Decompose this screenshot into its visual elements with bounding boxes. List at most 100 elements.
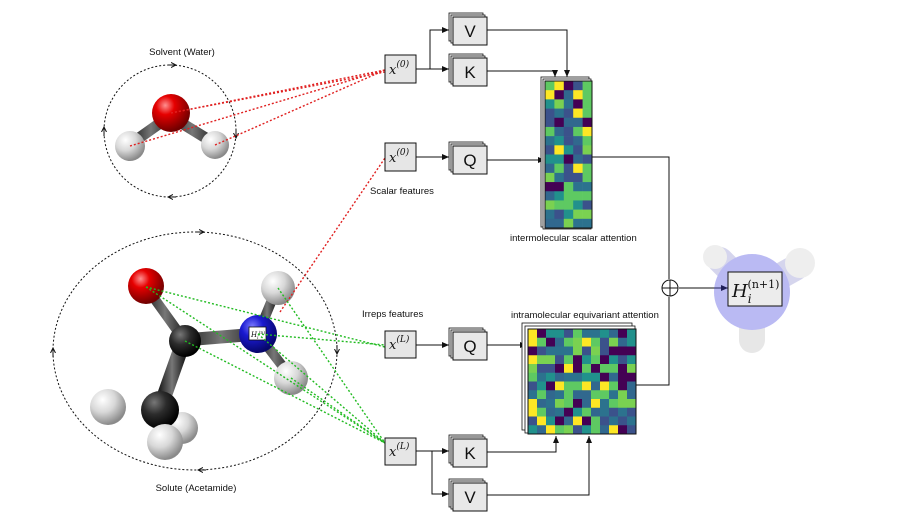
intramolecular-heatmap	[521, 322, 637, 435]
intermolecular-heatmap-cell	[573, 218, 583, 229]
intramolecular-heatmap-cell	[609, 346, 619, 356]
intramolecular-heatmap-cell	[564, 407, 574, 417]
intermolecular-heatmap-cell	[573, 117, 583, 128]
svg-text:Hi(n+1): Hi(n+1)	[731, 278, 779, 306]
intermolecular-heatmap-cell	[545, 117, 555, 128]
intramolecular-heatmap-cell	[555, 407, 565, 417]
intermolecular-heatmap-cell	[563, 117, 574, 128]
intramolecular-heatmap-cell	[609, 329, 619, 339]
intermolecular-heatmap-cell	[573, 191, 583, 201]
intramolecular-heatmap-cell	[528, 346, 538, 356]
intramolecular-heatmap-cell	[546, 399, 556, 409]
intramolecular-heatmap-cell	[564, 399, 574, 409]
intramolecular-heatmap-cell	[573, 337, 583, 347]
intramolecular-heatmap-cell	[600, 355, 610, 365]
intramolecular-heatmap-cell	[537, 416, 547, 426]
intramolecular-heatmap-cell	[573, 381, 583, 391]
intramolecular-heatmap-cell	[591, 364, 601, 374]
intramolecular-heatmap-cell	[537, 425, 547, 435]
intramolecular-heatmap-cell	[627, 329, 637, 339]
intramolecular-heatmap-cell	[591, 425, 601, 435]
intramolecular-heatmap-cell	[591, 355, 601, 365]
intramolecular-heatmap-cell	[618, 346, 628, 356]
intermolecular-label: intermolecular scalar attention	[510, 233, 637, 244]
intermolecular-heatmap-cell	[554, 218, 565, 229]
intramolecular-heatmap-cell	[528, 372, 538, 382]
sum-operator	[661, 279, 679, 297]
intramolecular-heatmap-cell	[537, 372, 547, 382]
intramolecular-heatmap-cell	[582, 425, 592, 435]
intramolecular-heatmap-cell	[546, 381, 556, 391]
intramolecular-heatmap-cell	[618, 337, 628, 347]
intramolecular-heatmap-cell	[546, 337, 556, 347]
intramolecular-heatmap-cell	[582, 355, 592, 365]
intramolecular-heatmap-cell	[555, 416, 565, 426]
intramolecular-heatmap-cell	[537, 381, 547, 391]
solute-group: Solute (Acetamide) Hi(n)	[53, 232, 337, 494]
intramolecular-heatmap-cell	[582, 407, 592, 417]
intramolecular-heatmap-cell	[528, 337, 538, 347]
intramolecular-heatmap-cell	[627, 416, 637, 426]
scalar-features-label: Scalar features	[370, 186, 434, 197]
intramolecular-heatmap-cell	[546, 364, 556, 374]
intramolecular-heatmap-cell	[582, 381, 592, 391]
intramolecular-heatmap-cell	[591, 416, 601, 426]
solvent-group: Solvent (Water)	[104, 47, 236, 197]
intermolecular-heatmap-cell	[582, 191, 593, 201]
intermolecular-heatmap-cell	[563, 145, 574, 155]
intramolecular-heatmap-cell	[591, 381, 601, 391]
intramolecular-heatmap-cell	[609, 355, 619, 365]
intermolecular-heatmap-cell	[573, 81, 583, 91]
intramolecular-heatmap-cell	[582, 329, 592, 339]
intramolecular-heatmap-cell	[609, 407, 619, 417]
intermolecular-heatmap-cell	[545, 108, 555, 119]
intramolecular-heatmap-cell	[600, 337, 610, 347]
intramolecular-label: intramolecular equivariant attention	[511, 310, 659, 321]
intramolecular-heatmap-cell	[582, 372, 592, 382]
intermolecular-heatmap-cell	[545, 218, 555, 229]
output-node: Hi(n+1)	[727, 271, 783, 307]
intramolecular-heatmap-cell	[564, 364, 574, 374]
intramolecular-heatmap-cell	[609, 372, 619, 382]
intramolecular-heatmap-cell	[591, 372, 601, 382]
intramolecular-heatmap-cell	[609, 390, 619, 400]
intermolecular-heatmap-cell	[582, 163, 593, 174]
intramolecular-heatmap-cell	[618, 416, 628, 426]
intermolecular-heatmap-cell	[554, 136, 565, 146]
intermolecular-heatmap-cell	[573, 182, 583, 192]
intramolecular-heatmap-cell	[600, 346, 610, 356]
intramolecular-heatmap-cell	[537, 364, 547, 374]
intramolecular-heatmap-cell	[618, 364, 628, 374]
intramolecular-heatmap-cell	[582, 416, 592, 426]
intramolecular-heatmap-cell	[546, 355, 556, 365]
intramolecular-heatmap-cell	[537, 355, 547, 365]
intermolecular-heatmap-cell	[573, 209, 583, 220]
intramolecular-heatmap-cell	[528, 407, 538, 417]
svg-text:x(0): x(0)	[389, 59, 410, 78]
intermolecular-heatmap-cell	[563, 209, 574, 220]
intramolecular-heatmap-cell	[591, 390, 601, 400]
atom-feature-label: Hi(n)	[250, 329, 265, 341]
intramolecular-heatmap-cell	[600, 329, 610, 339]
intramolecular-heatmap-cell	[627, 381, 637, 391]
intramolecular-heatmap-cell	[564, 416, 574, 426]
intermolecular-heatmap-cell	[545, 209, 555, 220]
intramolecular-heatmap-cell	[555, 346, 565, 356]
intramolecular-heatmap-cell	[582, 364, 592, 374]
intermolecular-heatmap-cell	[573, 163, 583, 174]
intramolecular-heatmap-cell	[537, 329, 547, 339]
intramolecular-heatmap-cell	[582, 399, 592, 409]
intramolecular-heatmap-cell	[564, 390, 574, 400]
intramolecular-heatmap-cell	[609, 381, 619, 391]
intramolecular-heatmap-cell	[618, 390, 628, 400]
intermolecular-heatmap-cell	[563, 136, 574, 146]
intramolecular-heatmap-cell	[582, 346, 592, 356]
intermolecular-heatmap-cell	[554, 117, 565, 128]
scalar-links	[129, 69, 386, 313]
intramolecular-heatmap-cell	[600, 390, 610, 400]
irreps-node-bottom: x(L)	[384, 437, 417, 466]
intermolecular-heatmap-cell	[573, 90, 583, 100]
intramolecular-heatmap-cell	[609, 416, 619, 426]
intermolecular-heatmap-cell	[545, 81, 555, 91]
intermolecular-heatmap-cell	[545, 145, 555, 155]
